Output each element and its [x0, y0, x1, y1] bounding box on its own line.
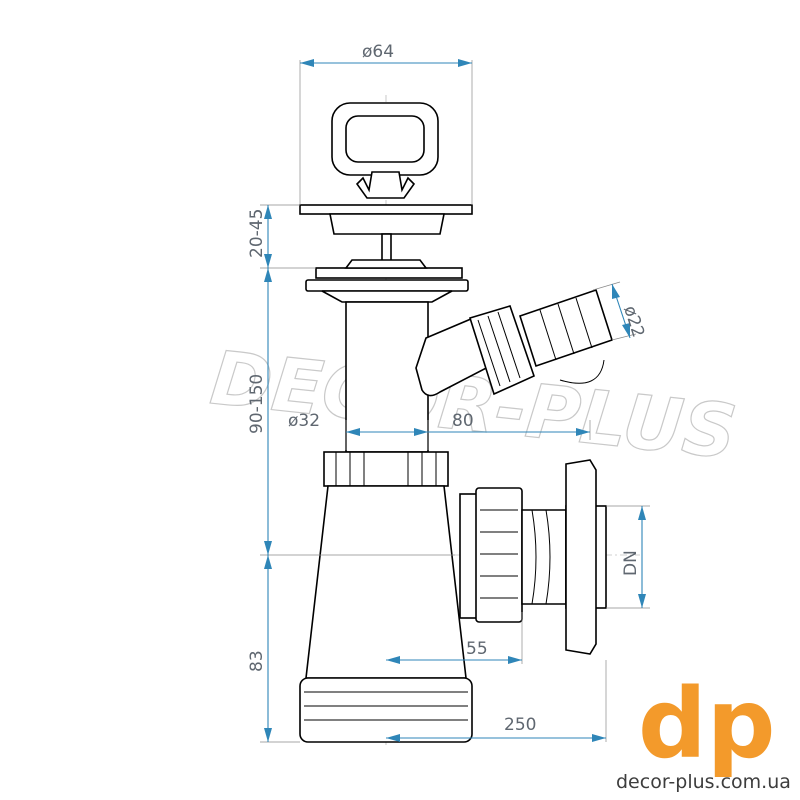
- outlet-pipe: [345, 301, 429, 453]
- dimension-55: 55: [466, 639, 488, 659]
- brand-logo-mark: dp: [638, 668, 775, 780]
- outlet-pipe-section: [521, 509, 567, 605]
- outlet-flange: [305, 279, 469, 292]
- dimension-d64: ø64: [362, 42, 394, 62]
- ring-handle-inner: [345, 115, 425, 163]
- sink-outlet: [305, 259, 469, 453]
- bottle-trap: [299, 451, 473, 743]
- dimension-dn: DN: [621, 550, 641, 576]
- overflow-connector: [415, 288, 614, 397]
- side-outlet: [459, 459, 607, 655]
- brand-url: decor-plus.com.ua: [616, 771, 791, 793]
- dimension-90-150: 90-150: [247, 374, 267, 434]
- dimension-20-45: 20-45: [247, 209, 267, 258]
- trap-bottom-cap: [299, 677, 473, 743]
- outlet-nut: [475, 487, 523, 623]
- rubber-gasket: [315, 267, 463, 279]
- dimension-d22: ø22: [619, 303, 648, 340]
- wall-rosette: [565, 459, 597, 655]
- dimension-80: 80: [452, 411, 474, 431]
- trap-bottle-body: [305, 485, 467, 679]
- strainer-stem: [381, 233, 392, 263]
- extension-lines: [260, 60, 650, 743]
- outlet-grid: [344, 259, 428, 269]
- dimension-d32: ø32: [288, 411, 320, 431]
- strainer-cup: [329, 213, 445, 235]
- handle-hinge: [355, 171, 416, 199]
- overflow-elbow: [415, 314, 495, 397]
- dimension-83: 83: [247, 650, 267, 672]
- strainer-plug: [299, 102, 473, 263]
- hose-clip: [559, 359, 605, 384]
- dimension-250: 250: [504, 715, 536, 735]
- outlet-cone: [321, 290, 453, 303]
- dimension-lines: [264, 59, 646, 742]
- trap-top-nut: [323, 451, 449, 487]
- strainer-flange: [299, 204, 473, 215]
